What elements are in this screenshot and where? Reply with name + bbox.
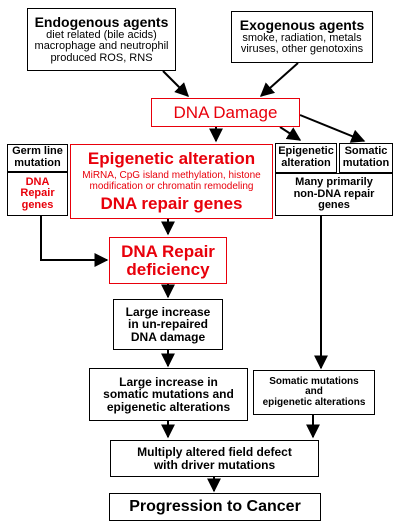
exogenous-line-2: viruses, other genotoxins xyxy=(240,43,364,56)
unrepaired-line-2: in un-repaired xyxy=(127,317,208,332)
endogenous-line-1: diet related (bile acids) xyxy=(46,28,157,41)
field-defect-line-1: Multiply altered field defect xyxy=(137,444,292,459)
germ-line-genes-box: DNA Repair genes xyxy=(7,172,68,216)
somatic-epi-line-2: and xyxy=(305,386,323,398)
germ-line-title-1: Germ line xyxy=(12,145,63,158)
germ-line-title-box: Germ line mutation xyxy=(7,144,68,172)
arrow-germ-line-to-repair-deficiency xyxy=(40,216,109,267)
epigenetic-footer: DNA repair genes xyxy=(100,194,243,213)
field-defect-box: Multiply altered field defect with drive… xyxy=(110,440,319,477)
germ-line-title-2: mutation xyxy=(14,157,61,169)
endogenous-line-2: macrophage and neutrophil xyxy=(34,40,169,53)
progression-to-cancer-box: Progression to Cancer xyxy=(109,493,321,521)
dna-damage-box: DNA Damage xyxy=(151,98,300,127)
arrow-dna-damage-to-somatic-right xyxy=(299,114,366,143)
large-somatic-line-3: epigenetic alterations xyxy=(106,399,231,414)
non-dna-repair-line-1: Many primarily xyxy=(295,176,373,189)
epigenetic-detail-2: modification or chromatin remodeling xyxy=(89,180,254,192)
non-dna-repair-genes-box: Many primarily non-DNA repair genes xyxy=(275,173,393,216)
germ-line-sub-2: Repair xyxy=(20,187,55,200)
epigenetic-right-line-2: alteration xyxy=(281,157,331,169)
somatic-epi-line-3: epigenetic alterations xyxy=(262,396,366,408)
non-dna-repair-line-3: genes xyxy=(318,199,350,212)
unrepaired-damage-box: Large increase in un-repaired DNA damage xyxy=(113,299,223,350)
arrow-exogenous-to-dna-damage xyxy=(259,62,299,97)
large-somatic-line-2: somatic mutations and xyxy=(103,387,234,402)
somatic-mutation-right-box: Somatic mutation xyxy=(339,143,393,173)
large-somatic-line-1: Large increase in xyxy=(119,374,218,389)
dna-repair-deficiency-box: DNA Repair deficiency xyxy=(109,237,227,284)
epigenetic-title: Epigenetic alteration xyxy=(87,149,256,169)
somatic-right-line-2: mutation xyxy=(342,157,390,169)
epigenetic-alteration-right-box: Epigenetic alteration xyxy=(275,143,337,173)
non-dna-repair-line-2: non-DNA repair xyxy=(293,187,375,200)
exogenous-agents-box: Exogenous agents smoke, radiation, metal… xyxy=(231,11,373,63)
exogenous-title: Exogenous agents xyxy=(239,17,365,34)
field-defect-line-2: with driver mutations xyxy=(153,457,276,472)
endogenous-title: Endogenous agents xyxy=(34,13,169,30)
epigenetic-alteration-box: Epigenetic alteration MiRNA, CpG island … xyxy=(70,144,273,219)
germ-line-sub-1: DNA xyxy=(25,175,50,188)
epigenetic-detail-1: MiRNA, CpG island methylation, histone xyxy=(82,170,261,181)
exogenous-line-1: smoke, radiation, metals xyxy=(242,31,362,44)
somatic-epi-line-1: Somatic mutations xyxy=(269,375,359,387)
endogenous-agents-box: Endogenous agents diet related (bile aci… xyxy=(27,8,176,71)
arrow-endogenous-to-dna-damage xyxy=(162,70,189,97)
progression-label: Progression to Cancer xyxy=(129,497,301,515)
dna-damage-label: DNA Damage xyxy=(173,102,278,122)
endogenous-line-3: produced ROS, RNS xyxy=(50,51,153,64)
somatic-right-line-1: Somatic xyxy=(344,145,388,158)
germ-line-sub-3: genes xyxy=(21,198,54,211)
arrow-dna-damage-to-epigenetic-right xyxy=(279,126,302,141)
somatic-epigenetic-right-box: Somatic mutations and epigenetic alterat… xyxy=(253,370,375,415)
repair-deficiency-line-1: DNA Repair xyxy=(121,241,215,261)
repair-deficiency-line-2: deficiency xyxy=(126,259,210,279)
epigenetic-right-line-1: Epigenetic xyxy=(278,145,334,158)
unrepaired-line-1: Large increase xyxy=(125,304,211,319)
large-somatic-increase-box: Large increase in somatic mutations and … xyxy=(89,368,248,421)
unrepaired-line-3: DNA damage xyxy=(130,329,206,344)
